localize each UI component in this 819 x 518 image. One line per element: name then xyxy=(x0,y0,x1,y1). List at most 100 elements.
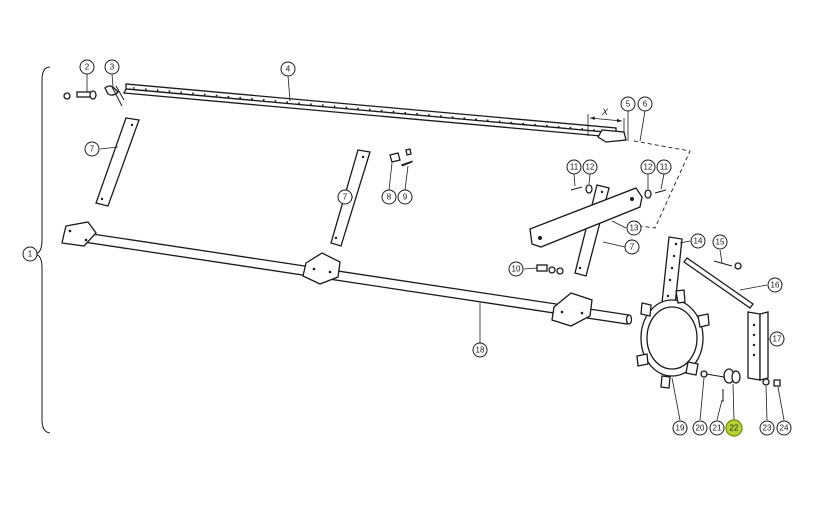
rod xyxy=(683,257,754,309)
bar-hole xyxy=(439,115,442,117)
bar-hole xyxy=(180,91,183,94)
callout-2: 2 xyxy=(79,59,95,75)
bar-hole xyxy=(463,117,466,120)
dimension-x: X xyxy=(587,107,625,136)
bar-hole xyxy=(357,107,359,110)
dimension-label: X xyxy=(601,107,609,117)
bar-hole xyxy=(569,126,572,129)
svg-text:7: 7 xyxy=(90,145,95,154)
callout-1: 1 xyxy=(22,246,38,262)
svg-text:11: 11 xyxy=(660,163,669,172)
bar-hole xyxy=(581,127,584,130)
svg-text:22: 22 xyxy=(730,424,739,433)
bar-hole xyxy=(345,106,348,109)
callout-11-left: 11 xyxy=(566,159,582,175)
svg-text:3: 3 xyxy=(110,63,115,72)
bar-hole xyxy=(593,129,595,131)
bar-hole xyxy=(239,96,242,99)
bar-hole xyxy=(428,114,430,116)
svg-text:7: 7 xyxy=(630,243,635,252)
svg-text:10: 10 xyxy=(512,265,521,274)
callout-24: 24 xyxy=(776,420,792,436)
bar-hole xyxy=(451,116,454,118)
bar-hole xyxy=(192,92,194,95)
callout-8: 8 xyxy=(381,189,397,205)
callout-10: 10 xyxy=(508,261,524,277)
callout-9: 9 xyxy=(397,189,413,205)
bracket xyxy=(747,311,769,381)
callout-17: 17 xyxy=(769,331,785,347)
svg-text:14: 14 xyxy=(694,237,703,246)
plate xyxy=(529,187,643,248)
callout-4: 4 xyxy=(280,61,296,77)
callout-7-left: 7 xyxy=(84,141,100,157)
bar-hole xyxy=(321,104,324,107)
callout-6: 6 xyxy=(637,96,653,112)
bar-hole xyxy=(156,89,159,92)
hardware-10 xyxy=(536,264,564,275)
bar-hole xyxy=(545,124,548,127)
bar-hole xyxy=(380,109,383,112)
svg-text:19: 19 xyxy=(676,424,685,433)
upright-left xyxy=(95,117,140,207)
svg-text:12: 12 xyxy=(586,163,595,172)
callout-7-middle: 7 xyxy=(337,189,353,205)
callout-13: 13 xyxy=(626,220,642,236)
svg-text:6: 6 xyxy=(643,100,648,109)
bar-hole xyxy=(144,88,147,90)
svg-text:11: 11 xyxy=(570,163,579,172)
bar-hole xyxy=(475,118,477,121)
bar-hole xyxy=(203,93,206,96)
svg-text:13: 13 xyxy=(630,224,639,233)
callout-20: 20 xyxy=(692,420,708,436)
svg-text:5: 5 xyxy=(626,100,631,109)
callout-3: 3 xyxy=(104,59,120,75)
bar-hole xyxy=(522,122,525,125)
leader-lines xyxy=(86,73,785,421)
svg-text:4: 4 xyxy=(286,65,291,74)
assembly-brace xyxy=(33,66,51,434)
svg-text:12: 12 xyxy=(644,163,653,172)
callout-15: 15 xyxy=(712,234,728,250)
top-bar-holes xyxy=(133,87,595,131)
callout-18: 18 xyxy=(472,342,488,358)
svg-text:15: 15 xyxy=(716,238,725,247)
bar-hole xyxy=(298,102,300,104)
callout-5: 5 xyxy=(620,96,636,112)
bar-hole xyxy=(310,103,312,106)
callout-22-highlighted: 22 xyxy=(725,419,743,437)
callout-16: 16 xyxy=(767,277,783,293)
callout-14: 14 xyxy=(690,233,706,249)
svg-text:9: 9 xyxy=(403,193,408,202)
main-shaft xyxy=(61,221,633,327)
bar-hole xyxy=(392,110,395,113)
bar-hole xyxy=(133,87,135,89)
reel-ring xyxy=(636,289,710,389)
callout-19: 19 xyxy=(672,420,688,436)
small-hardware-middle xyxy=(389,148,414,167)
bar-hole xyxy=(510,121,513,124)
small-hardware-left xyxy=(63,85,125,107)
svg-text:21: 21 xyxy=(713,424,722,433)
bar-hole xyxy=(333,105,336,108)
dashed-assembly-outline xyxy=(633,140,691,229)
top-bar xyxy=(122,83,627,143)
bar-hole xyxy=(534,123,536,126)
bar-hole xyxy=(168,90,171,93)
svg-text:20: 20 xyxy=(696,424,705,433)
bar-hole xyxy=(498,120,501,123)
bar-hole xyxy=(404,111,407,114)
bar-hole xyxy=(227,95,230,98)
bar-hole xyxy=(486,119,489,122)
svg-text:1: 1 xyxy=(28,250,33,259)
callout-11-right: 11 xyxy=(656,159,672,175)
svg-text:7: 7 xyxy=(343,193,348,202)
svg-text:24: 24 xyxy=(780,424,789,433)
callout-12-left: 12 xyxy=(582,159,598,175)
bar-hole xyxy=(369,108,371,111)
hardware-20-24 xyxy=(700,368,781,402)
svg-text:17: 17 xyxy=(773,335,782,344)
callout-23: 23 xyxy=(759,420,775,436)
